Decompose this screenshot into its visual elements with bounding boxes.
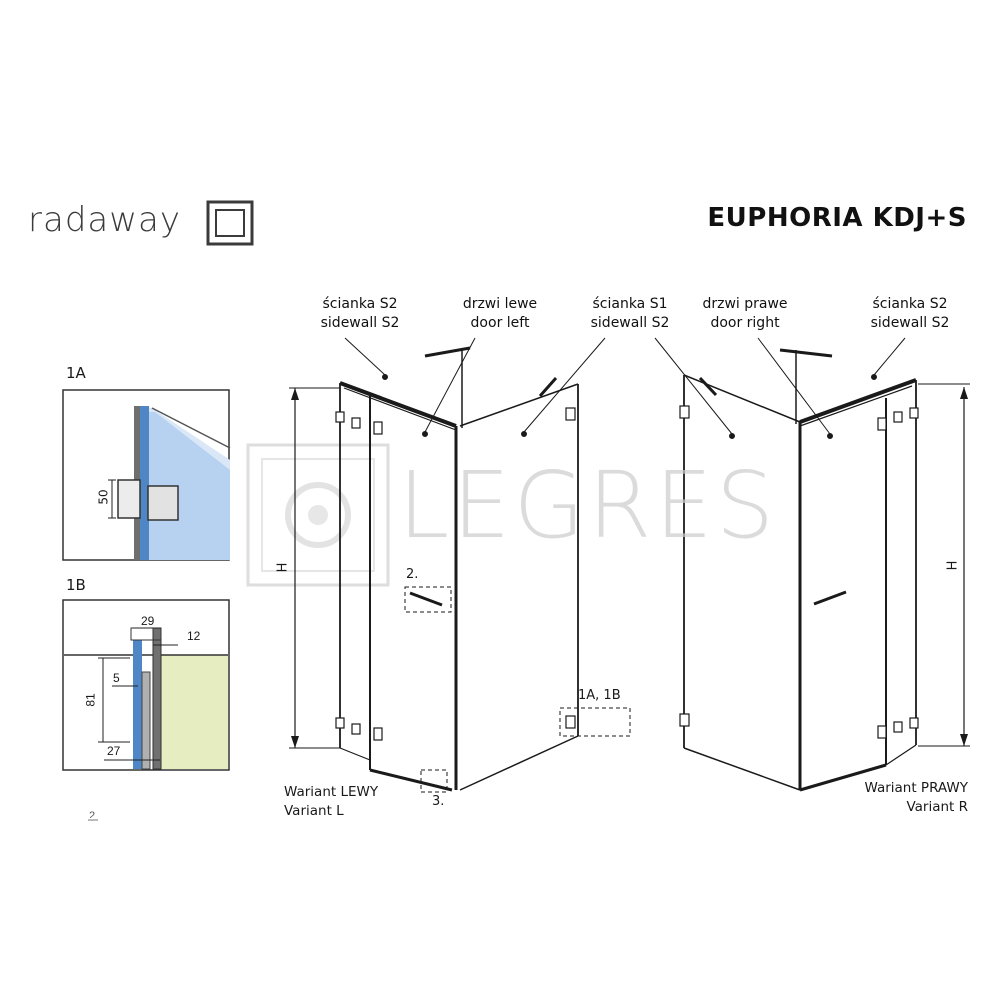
- callout-handle: 2.: [406, 567, 419, 582]
- detail-1a-diagram: [62, 389, 231, 561]
- next-section-label: 2: [89, 810, 96, 818]
- label-right-sidewall-s2: ścianka S2 sidewall S2: [870, 296, 950, 331]
- detail-1b-dim-bottom: 27: [107, 744, 121, 758]
- detail-1a-label: 1A: [66, 364, 86, 382]
- label-door-right: drzwi prawe door right: [702, 296, 788, 331]
- detail-1b-dim-side2: 81: [83, 693, 98, 707]
- product-title: EUPHORIA KDJ+S: [707, 203, 967, 233]
- brand-logo: radaway: [28, 200, 181, 240]
- brand-name: radaway: [28, 200, 181, 240]
- brand-square-icon: [206, 200, 254, 246]
- label-door-left: drzwi lewe door left: [462, 296, 538, 331]
- label-left-sidewall-s2: ścianka S2 sidewall S2: [320, 296, 400, 331]
- detail-1b-label: 1B: [66, 576, 86, 594]
- detail-1b-dim-side1: 5: [113, 671, 120, 685]
- watermark-text: LEGRES: [398, 452, 778, 559]
- left-variant-name: Wariant LEWY Variant L: [284, 784, 379, 819]
- left-height-label: H: [275, 562, 291, 573]
- callout-hinge: 1A, 1B: [578, 688, 621, 703]
- callout-bottom: 3.: [432, 794, 445, 809]
- right-height-label: H: [945, 560, 961, 571]
- left-variant-drawing: [289, 337, 631, 793]
- watermark-logo-icon: [246, 443, 390, 587]
- detail-1a-dim: 50: [96, 489, 111, 505]
- right-variant-name: Wariant PRAWY Variant R: [864, 780, 968, 815]
- detail-1b-dim-top2: 12: [187, 629, 201, 643]
- label-sidewall-s1: ścianka S1 sidewall S2: [590, 296, 670, 331]
- right-variant-drawing: [654, 337, 970, 792]
- detail-1b-dim-top1: 29: [141, 614, 155, 628]
